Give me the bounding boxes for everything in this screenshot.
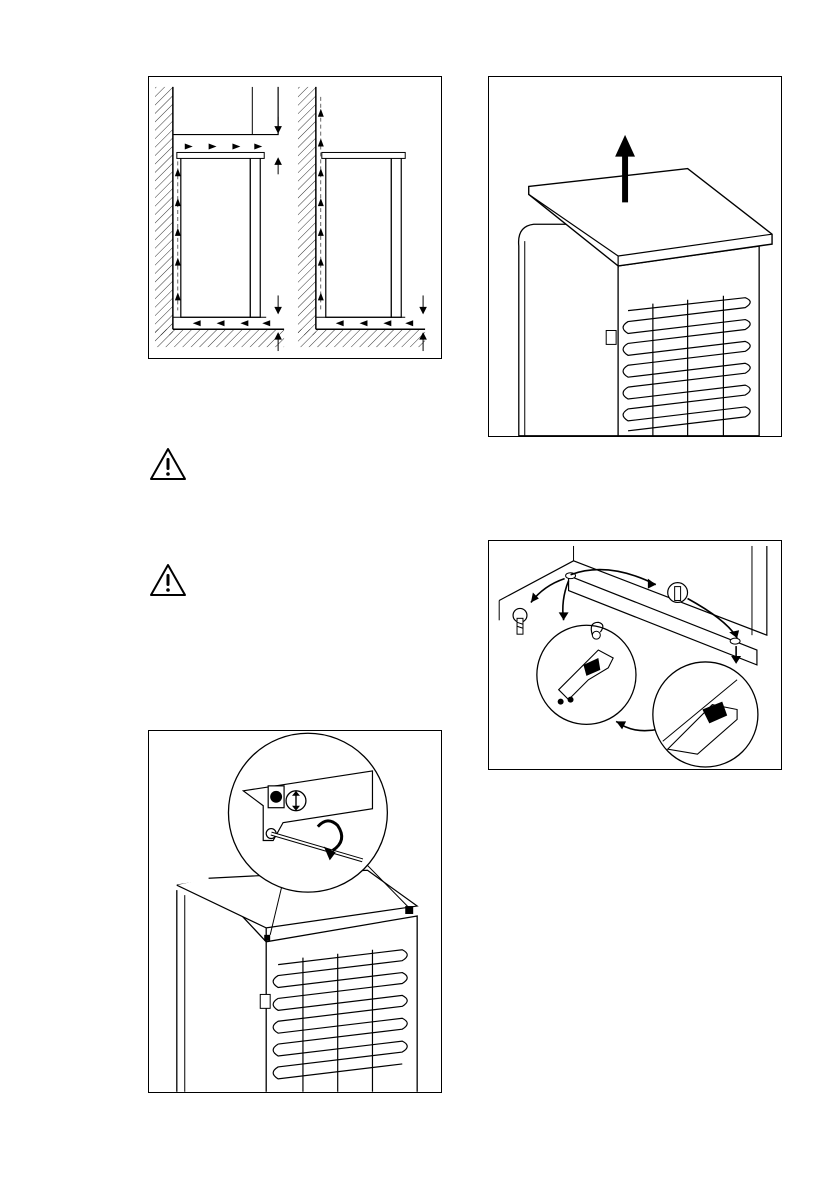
unscrew-top-cover-diagram [148, 730, 442, 1093]
warning-triangle-icon [148, 562, 188, 598]
hinge-reversal-diagram [488, 540, 782, 770]
ventilation-clearance-diagram [148, 76, 442, 359]
screw-icon [513, 608, 527, 634]
lift-top-cover-diagram [488, 76, 782, 437]
warning-triangle-icon [148, 446, 188, 482]
